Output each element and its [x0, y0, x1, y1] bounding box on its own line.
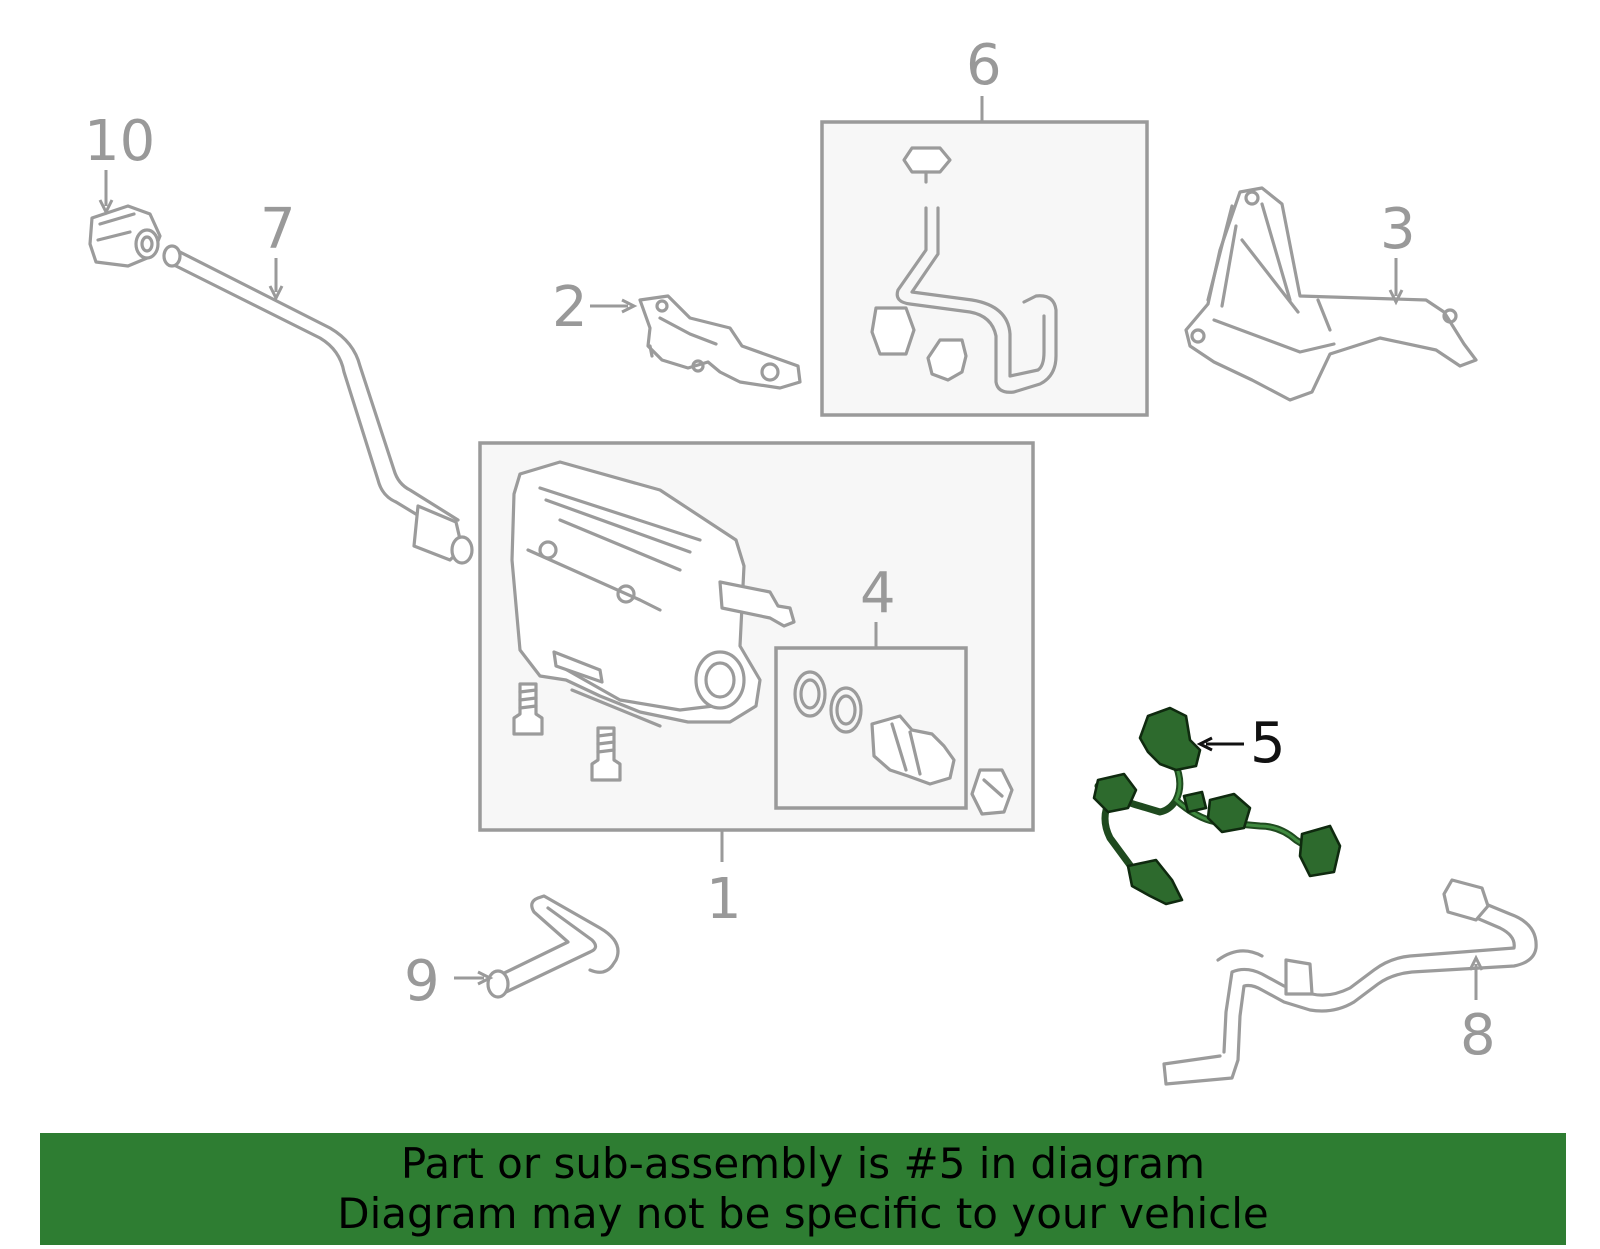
callout-9: 9 — [404, 949, 440, 1014]
part-6-contents — [870, 146, 1058, 394]
banner-vehicle-disclaimer: Diagram may not be specific to your vehi… — [337, 1189, 1269, 1238]
callout-6: 6 — [966, 33, 1002, 98]
callout-5: 5 — [1250, 711, 1286, 776]
part-8-hose — [1162, 878, 1538, 1086]
part-2-bracket — [638, 294, 802, 390]
leader-lines — [98, 96, 1484, 1000]
callout-8: 8 — [1460, 1003, 1496, 1068]
callout-3: 3 — [1380, 197, 1416, 262]
part-5-wiring-harness — [1092, 706, 1342, 906]
part-7-hose — [162, 244, 474, 565]
part-1-canister — [510, 460, 796, 728]
part-4-seal-kit — [793, 670, 956, 786]
part-3-bracket — [1184, 186, 1478, 402]
callout-10: 10 — [84, 109, 155, 174]
box-part-6 — [820, 120, 1149, 417]
part-10-connector — [88, 204, 162, 268]
callout-4: 4 — [860, 561, 896, 626]
callout-1: 1 — [706, 867, 742, 932]
part-1-bolts — [512, 682, 1014, 816]
info-banner: Part or sub-assembly is #5 in diagram Di… — [40, 1133, 1566, 1245]
part-9-hose — [486, 894, 620, 999]
callout-2: 2 — [552, 275, 588, 340]
callout-7: 7 — [260, 197, 296, 262]
banner-part-note: Part or sub-assembly is #5 in diagram — [400, 1139, 1206, 1188]
